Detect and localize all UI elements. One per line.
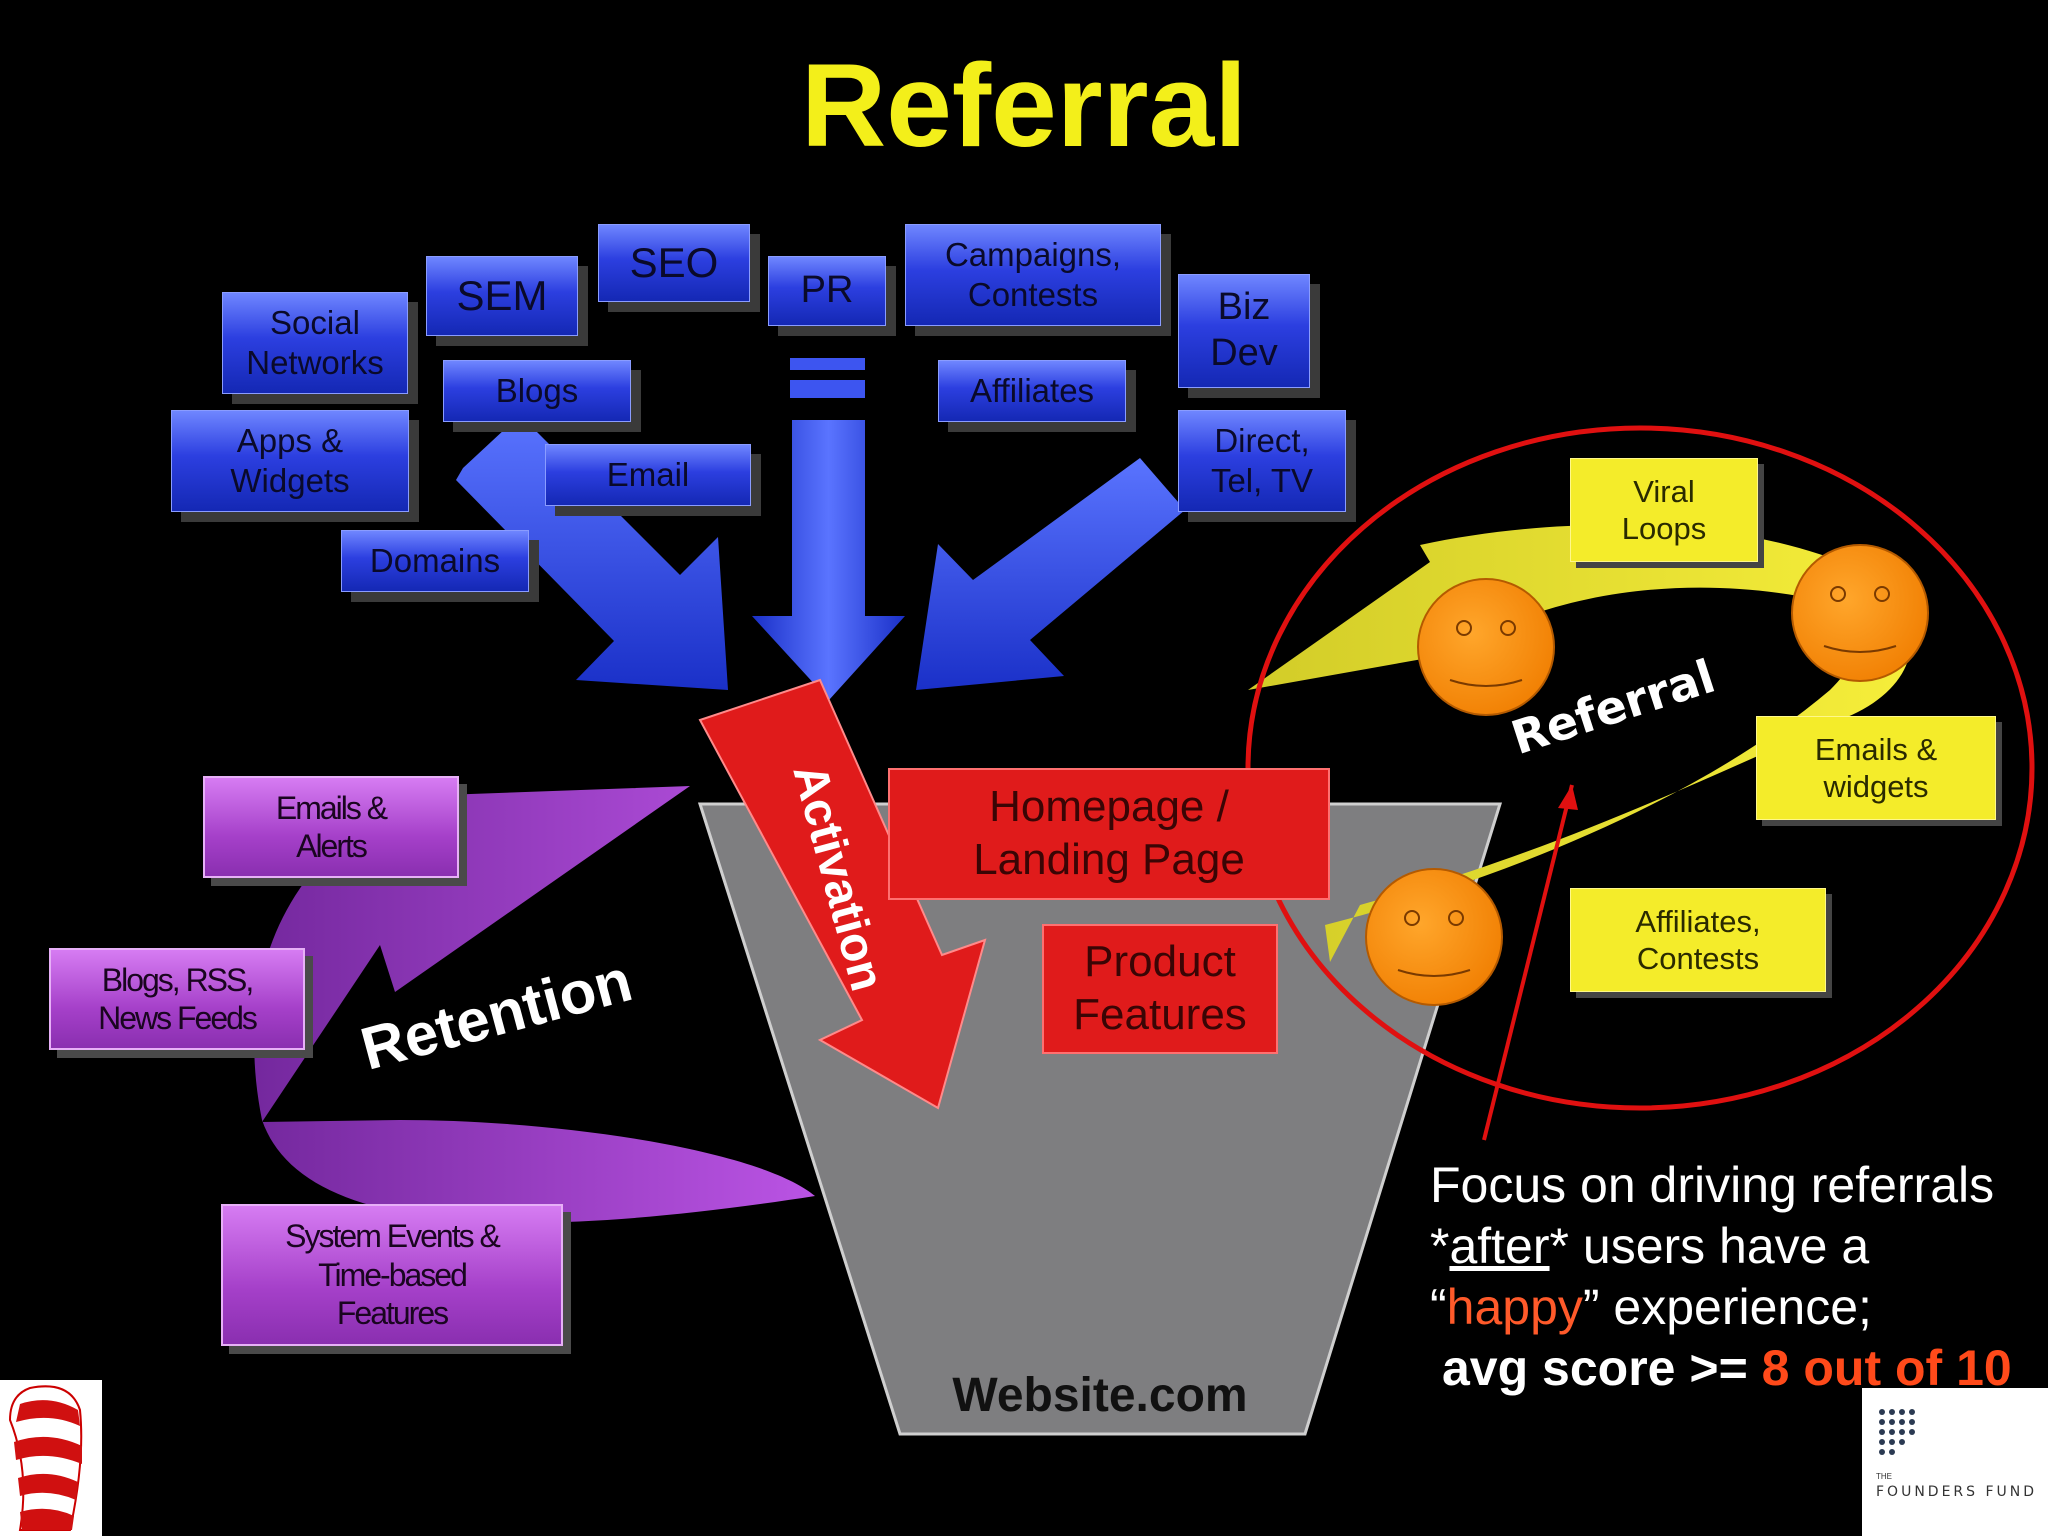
note-line-3: “happy” experience;: [1430, 1279, 1872, 1335]
channel-affiliates: Affiliates: [938, 360, 1126, 422]
note-line-2: *after* users have a: [1430, 1218, 1870, 1274]
slide-title: Referral: [800, 40, 1247, 172]
acquisition-arrow-center: [752, 420, 905, 700]
acquisition-bar-2: [790, 380, 865, 398]
retention-blogs-rss-news-feeds: Blogs, RSS, News Feeds: [49, 948, 305, 1050]
homepage-landing-page-box: Homepage / Landing Page: [888, 768, 1330, 900]
channel-biz-dev: Biz Dev: [1178, 274, 1310, 388]
channel-campaigns-contests: Campaigns, Contests: [905, 224, 1161, 326]
product-features-box: Product Features: [1042, 924, 1278, 1054]
founders-fund-logo: THE FOUNDERS FUND: [1862, 1388, 2048, 1536]
focus-note: Focus on driving referrals *after* users…: [1430, 1155, 2040, 1399]
channel-email: Email: [545, 444, 751, 506]
channel-sem: SEM: [426, 256, 578, 336]
referral-viral-loops: Viral Loops: [1570, 458, 1758, 562]
note-score: avg score >= 8 out of 10: [1442, 1340, 2012, 1396]
funnel-site-label: Website.com: [952, 1369, 1248, 1422]
founders-fund-name: FOUNDERS FUND: [1876, 1484, 2038, 1500]
cat-in-hat-logo: [0, 1380, 102, 1536]
channel-direct-tel-tv: Direct, Tel, TV: [1178, 410, 1346, 512]
smiley-face-1: [1417, 578, 1555, 716]
activation-arrow: [698, 678, 987, 1110]
channel-blogs: Blogs: [443, 360, 631, 422]
retention-system-events: System Events & Time-based Features: [221, 1204, 563, 1346]
channel-domains: Domains: [341, 530, 529, 592]
acquisition-arrow-left: [456, 415, 728, 690]
referral-emails-widgets: Emails & widgets: [1756, 716, 1996, 820]
note-line-1: Focus on driving referrals: [1430, 1157, 1995, 1213]
channel-apps-widgets: Apps & Widgets: [171, 410, 409, 512]
acquisition-bar-1: [790, 358, 865, 370]
note-after: after: [1449, 1218, 1550, 1274]
hat-icon: [8, 1385, 83, 1531]
pointer-arrowhead: [1558, 785, 1578, 810]
acquisition-arrows: [456, 358, 1185, 700]
retention-arrow: [254, 786, 815, 1223]
channel-pr: PR: [768, 256, 886, 326]
pointer-line: [1482, 784, 1574, 1141]
retention-emails-alerts: Emails & Alerts: [203, 776, 459, 878]
smiley-face-2: [1791, 544, 1929, 682]
smiley-face-3: [1365, 868, 1503, 1006]
founders-fund-the: THE: [1876, 1472, 1892, 1481]
note-happy: happy: [1446, 1279, 1583, 1335]
referral-affiliates-contests: Affiliates, Contests: [1570, 888, 1826, 992]
founders-fund-mark-icon: [1879, 1409, 1915, 1455]
referral-loop-band: [1248, 524, 1911, 962]
acquisition-arrow-right: [916, 458, 1185, 690]
note-score-value: 8 out of 10: [1761, 1340, 2012, 1396]
channel-seo: SEO: [598, 224, 750, 302]
channel-social-networks: Social Networks: [222, 292, 408, 394]
